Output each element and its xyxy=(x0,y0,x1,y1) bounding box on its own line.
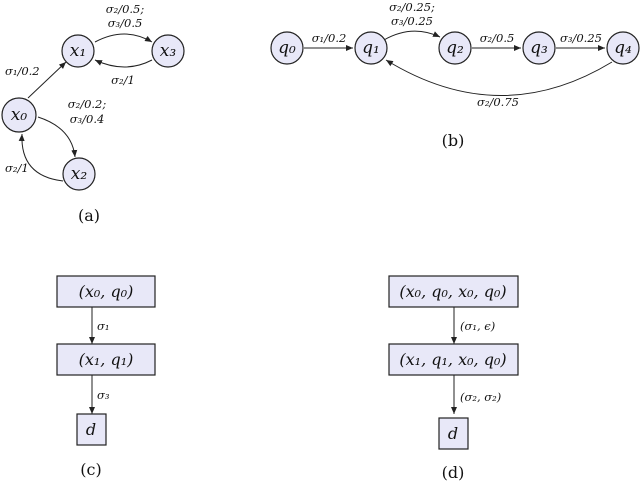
edge-label-x1-x3-line2: σ₃/0.5 xyxy=(108,16,143,30)
node-x2 xyxy=(62,157,96,191)
caption-d: (d) xyxy=(442,463,465,482)
edge-label-q1-q2-line2: σ₃/0.25 xyxy=(391,14,433,28)
state-label-x0-q0: (x₀, q₀) xyxy=(79,282,134,301)
edge-label-d-s0-s1: (σ₁, ϵ) xyxy=(460,319,495,333)
edge-label-q3-q4: σ₃/0.25 xyxy=(560,31,602,45)
panel-a: x₀ x₁ x₂ x₃ σ₁/0.2 σ₂/0.5; σ₃/0.5 σ₂/1 σ… xyxy=(1,2,185,225)
edge-label-q1-q2-line1: σ₂/0.25; xyxy=(389,0,435,14)
edge-x2-x0 xyxy=(18,133,64,182)
caption-a: (a) xyxy=(78,206,100,225)
edge-label-q4-q1: σ₂/0.75 xyxy=(477,95,519,109)
node-x0-label: x₀ xyxy=(11,105,28,125)
node-q4-label: q₄ xyxy=(614,38,632,58)
state-box-d-c xyxy=(76,413,107,446)
edge-label-q2-q3: σ₂/0.5 xyxy=(480,31,515,45)
node-q1-label: q₁ xyxy=(362,38,380,58)
node-q2-label: q₂ xyxy=(446,38,464,58)
panel-b: q₀ q₁ q₂ q₃ q₄ σ₁/0.2 σ₂/0.25; σ₃/0.25 σ… xyxy=(270,0,640,150)
state-box-d-d xyxy=(438,417,469,450)
node-x1-label: x₁ xyxy=(70,41,86,61)
edge-label-x0-x1: σ₁/0.2 xyxy=(5,64,40,78)
node-q3 xyxy=(522,31,556,65)
edge-x0-x2 xyxy=(37,116,78,158)
edge-q4-q1 xyxy=(385,59,613,96)
caption-b: (b) xyxy=(442,131,465,150)
edge-label-c-s1-d: σ₃ xyxy=(97,388,110,402)
node-q0 xyxy=(270,31,304,65)
edge-label-c-s0-s1: σ₁ xyxy=(97,319,109,333)
node-q0-label: q₀ xyxy=(278,38,296,58)
state-label-x1-q1: (x₁, q₁) xyxy=(79,350,134,369)
panel-c: (x₀, q₀) σ₁ (x₁, q₁) σ₃ d (c) xyxy=(56,275,156,479)
state-label-d-d: d xyxy=(448,424,458,443)
edge-x0-x1 xyxy=(27,61,67,99)
edge-label-q0-q1: σ₁/0.2 xyxy=(312,31,347,45)
node-q1 xyxy=(354,31,388,65)
edge-x1-x3 xyxy=(94,33,153,43)
node-x1 xyxy=(61,34,95,68)
state-label-x1-q1-x0-q0: (x₁, q₁, x₀, q₀) xyxy=(399,350,506,369)
node-q2 xyxy=(438,31,472,65)
node-x2-label: x₂ xyxy=(71,164,88,184)
caption-c: (c) xyxy=(80,460,101,479)
edge-label-x0-x2-line1: σ₂/0.2; xyxy=(68,97,107,111)
edge-x3-x1 xyxy=(94,59,153,68)
state-label-d-c: d xyxy=(86,420,96,439)
node-q4 xyxy=(606,31,640,65)
edge-label-x0-x2-line2: σ₃/0.4 xyxy=(70,112,105,126)
node-q3-label: q₃ xyxy=(530,38,548,58)
node-x0 xyxy=(1,97,37,133)
edge-label-d-s1-d: (σ₂, σ₂) xyxy=(460,390,501,404)
state-label-x0-q0-x0-q0: (x₀, q₀, x₀, q₀) xyxy=(399,282,506,301)
edge-label-x2-x0: σ₂/1 xyxy=(5,161,29,175)
node-x3-label: x₃ xyxy=(160,41,177,61)
panel-d: (x₀, q₀, x₀, q₀) (σ₁, ϵ) (x₁, q₁, x₀, q₀… xyxy=(388,275,519,482)
edge-q1-q2 xyxy=(383,30,441,41)
edge-label-x1-x3-line1: σ₂/0.5; xyxy=(106,2,145,16)
edge-label-x3-x1: σ₂/1 xyxy=(111,73,135,87)
state-box-x0-q0 xyxy=(56,275,156,308)
state-box-x1-q1 xyxy=(56,343,156,376)
node-x3 xyxy=(151,34,185,68)
